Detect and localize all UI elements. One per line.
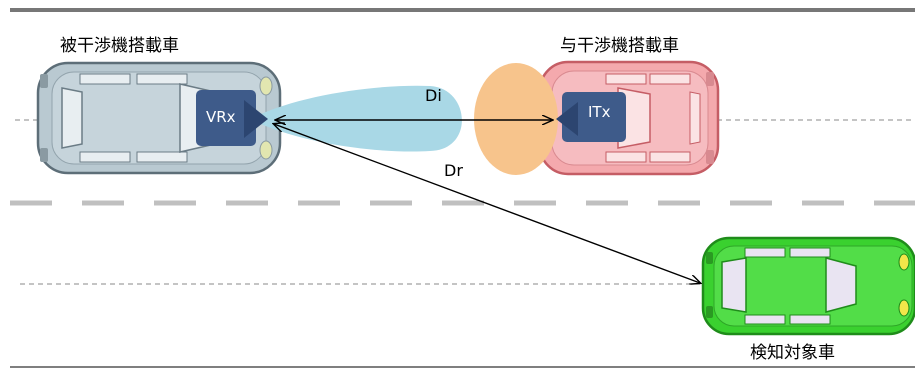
victim-vehicle-label: 被干渉機搭載車	[60, 36, 179, 56]
receiver-label: VRx	[206, 108, 236, 126]
reflection-distance-arrow	[274, 124, 700, 283]
receiver-antenna	[244, 100, 268, 138]
transmitter-label: ITx	[588, 103, 611, 121]
interferer-vehicle-label: 与干渉機搭載車	[560, 36, 679, 56]
top-road-edge	[10, 8, 915, 12]
transmitter-beam	[474, 63, 558, 175]
receiver-unit	[196, 90, 256, 146]
reflection-distance-label: Dr	[444, 161, 463, 180]
interference-distance-label: Di	[425, 86, 442, 105]
target-car	[701, 236, 915, 336]
target-vehicle-label: 検知対象車	[750, 343, 835, 363]
